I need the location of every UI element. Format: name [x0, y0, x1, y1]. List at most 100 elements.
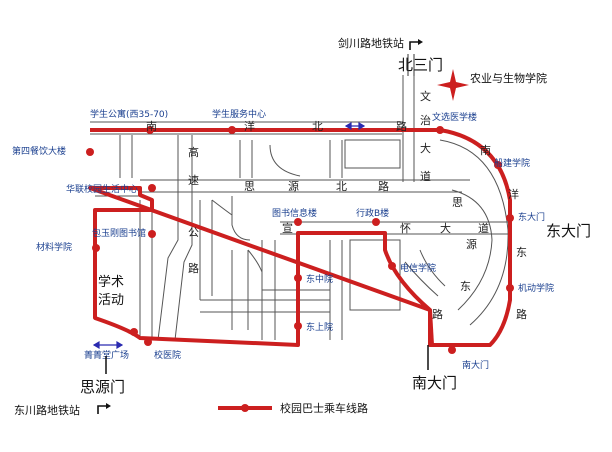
road-char: 治: [420, 113, 431, 127]
stop-label-east-gate: 东大门: [518, 211, 545, 223]
road-char: 南: [480, 144, 491, 157]
gate-siyuan-label: 思源门: [80, 378, 125, 396]
stop-dot-student-apartment[interactable]: [146, 126, 154, 134]
stop-label-admin-b: 行政B楼: [356, 207, 389, 219]
metro-dongchuan-arrowhead-icon: [106, 403, 111, 409]
street-siyuan-north: [140, 179, 470, 193]
stop-label-mechanical: 机动学院: [518, 282, 554, 294]
stop-label-baoyugang: 包玉刚图书馆: [92, 227, 146, 239]
arrow-north-road-heads: [344, 121, 366, 131]
metro-jianchuan-arrowhead-icon: [418, 39, 423, 45]
road-char: 怀: [400, 222, 411, 235]
stop-dot-huayuan-center[interactable]: [148, 184, 156, 192]
stop-dot-telecom[interactable]: [388, 262, 396, 270]
stop-label-east-middle: 东中院: [306, 273, 333, 285]
stop-dot-baoyugang[interactable]: [148, 230, 156, 238]
road-char: 洋: [244, 119, 255, 133]
road-char: 文: [420, 89, 431, 103]
stop-label-telecom: 电信学院: [400, 262, 436, 274]
street-west-short: [119, 135, 133, 178]
stop-label-library-info: 图书信息楼: [272, 207, 317, 219]
street-nanyang-north: [90, 121, 402, 135]
street-highway: [157, 135, 193, 341]
stop-dot-hospital[interactable]: [144, 338, 152, 346]
stop-dot-east-middle[interactable]: [294, 274, 302, 282]
stop-dot-wenxuan-med[interactable]: [436, 126, 444, 134]
street-network: [90, 75, 510, 341]
stop-dot-south-gate[interactable]: [448, 346, 456, 354]
metro-jianchuan-label: 剑川路地铁站: [338, 36, 404, 50]
road-char: 洋: [508, 187, 519, 201]
road-char: 南: [146, 120, 157, 133]
stop-labels: 学生公寓(西35-70) 学生服务中心 文选医学楼 第四餐饮大楼 华联校园生活中…: [12, 108, 554, 371]
legend: 校园巴士乘车线路: [218, 401, 368, 415]
legend-label: 校园巴士乘车线路: [280, 401, 368, 415]
road-char: 大: [440, 221, 451, 235]
street-diagonal: [404, 249, 446, 297]
stop-label-student-apartment: 学生公寓(西35-70): [90, 108, 168, 120]
road-char: 高: [188, 145, 199, 159]
road-char: 速: [188, 174, 199, 187]
route-south-spur: [428, 309, 434, 346]
road-char: 源: [288, 179, 299, 193]
road-char: 东: [460, 280, 471, 293]
street-west-vertical: [139, 200, 153, 340]
road-char: 公: [188, 226, 199, 239]
road-char: 北: [312, 120, 323, 133]
metro-jianchuan-arrow-icon: [409, 41, 418, 50]
stop-dot-materials[interactable]: [92, 244, 100, 252]
route-main: [88, 128, 512, 347]
stop-dot-library-info[interactable]: [294, 218, 302, 226]
stop-dot-jingjing[interactable]: [130, 328, 138, 336]
agri-college-label: 农业与生物学院: [470, 71, 547, 85]
road-char: 路: [516, 308, 527, 321]
road-char: 思: [244, 180, 255, 193]
metro-dongchuan-label: 东川路地铁站: [14, 403, 80, 417]
road-char: 北: [336, 180, 347, 193]
legend-stop-dot: [241, 404, 249, 412]
road-char: 思: [452, 196, 463, 209]
block-north-east: [344, 139, 401, 169]
stop-label-student-service: 学生服务中心: [212, 108, 266, 120]
stop-markers: [86, 126, 514, 354]
road-labels: 南 洋 北 路 思 源 北 路 高 速 公 路 文 治 大 道 宣 怀 大 道 …: [146, 89, 527, 321]
street-connectors: [211, 199, 263, 273]
stop-dot-mechanical[interactable]: [506, 284, 514, 292]
stop-dot-east-upper[interactable]: [294, 322, 302, 330]
road-char: 道: [420, 169, 431, 183]
gate-south-label: 南大门: [412, 374, 457, 392]
block-telecom: [349, 239, 401, 311]
street-mid-verticals: [199, 200, 249, 330]
road-char: 东: [516, 246, 527, 259]
stop-label-hospital: 校医院: [154, 349, 181, 361]
stop-dot-fourth-dining[interactable]: [86, 148, 94, 156]
metro-dongchuan-arrow-icon: [97, 405, 106, 414]
gate-north-label: 北三门: [398, 56, 443, 74]
stop-label-wenxuan-med: 文选医学楼: [432, 111, 477, 123]
street-blocks-north: [239, 140, 343, 178]
road-char: 路: [432, 308, 443, 321]
stop-dot-chuanjian[interactable]: [494, 161, 502, 169]
block-curves: [231, 144, 301, 241]
stop-label-huayuan-center: 华联校园生活中心: [66, 183, 138, 195]
road-char: 路: [396, 120, 407, 133]
gate-east-label: 东大门: [546, 222, 591, 240]
road-char: 路: [188, 262, 199, 275]
north-gate-road: [407, 54, 415, 76]
stop-label-jingjing: 菁菁堂广场: [84, 349, 129, 361]
direction-arrows: [92, 121, 366, 350]
stop-label-chuanjian: 船建学院: [494, 157, 530, 169]
road-char: 宣: [282, 221, 293, 235]
street-east-curves: [439, 139, 509, 326]
stop-dot-east-gate[interactable]: [506, 214, 514, 222]
area-label-line1: 学术: [98, 274, 124, 290]
street-south-horizontals: [200, 289, 330, 313]
stop-dot-admin-b[interactable]: [372, 218, 380, 226]
compass-star-icon: [437, 69, 469, 101]
road-char: 路: [378, 180, 389, 193]
road-char: 道: [478, 221, 489, 235]
stop-dot-student-service[interactable]: [228, 126, 236, 134]
road-char: 源: [466, 237, 477, 251]
